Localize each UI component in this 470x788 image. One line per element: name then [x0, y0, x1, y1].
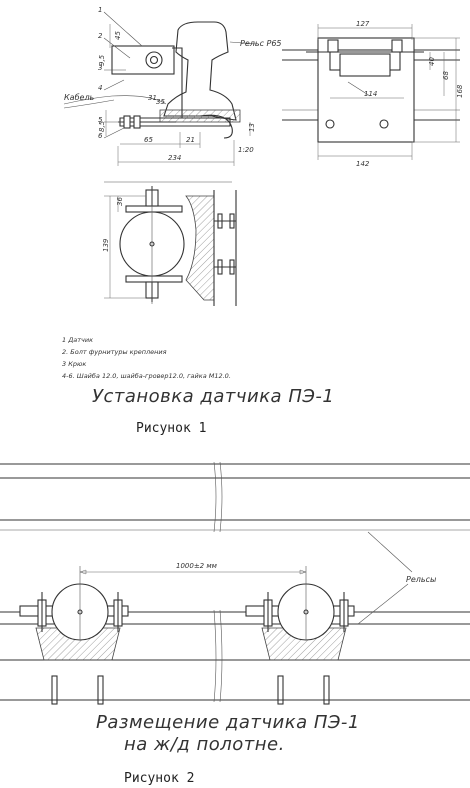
- callout-5: 5: [98, 116, 103, 124]
- dim-9-5: 9,5: [98, 54, 106, 66]
- dim-1-20: 1:20: [238, 146, 254, 154]
- figure2-caption: Рисунок 2: [124, 771, 194, 786]
- callout-3: 3: [98, 64, 102, 72]
- dim-168: 168: [456, 84, 464, 98]
- figure1-legend: 1 Датчик 2. Болт фурнитуры крепления 3 К…: [62, 336, 231, 380]
- legend-item-1: 1 Датчик: [62, 336, 93, 344]
- dim-65: 65: [144, 136, 153, 144]
- figure2-title-line2: на ж/д полотне.: [124, 734, 285, 755]
- dim-21: 21: [186, 136, 195, 144]
- figure1-caption: Рисунок 1: [136, 421, 206, 436]
- legend-item-2: 2. Болт фурнитуры крепления: [62, 348, 167, 356]
- legend-item-3: 3 Крюк: [62, 360, 86, 368]
- plan-view: 36 139: [102, 181, 237, 306]
- dim-139: 139: [102, 238, 110, 252]
- callout-6: 6: [98, 132, 103, 140]
- legend-item-4: 4-6. Шайба 12.0, шайба-гровер12.0, гайка…: [62, 372, 231, 380]
- dim-40: 40: [428, 57, 436, 66]
- dim-234: 234: [168, 154, 181, 162]
- dim-142: 142: [356, 160, 370, 168]
- rail-label: Рельс Р65: [240, 39, 282, 48]
- dim-127: 127: [356, 20, 370, 28]
- dim-36: 36: [116, 197, 124, 206]
- dim-8-5: 8,5: [98, 120, 106, 132]
- dim-68: 68: [442, 71, 450, 80]
- callout-1: 1: [98, 6, 102, 14]
- top-view: 127 114 142 40 68 168: [282, 20, 464, 168]
- dim-114: 114: [364, 90, 377, 98]
- rails-label: Рельсы: [406, 575, 436, 584]
- callout-4: 4: [98, 84, 102, 92]
- cable-label: Кабель: [64, 93, 95, 102]
- side-view: 1 2 3 4 5 6 Рельс Р65 Кабель 45 35 234 6…: [63, 6, 282, 166]
- spacing-dimension: 1000±2 мм: [176, 562, 218, 570]
- dim-13: 13: [248, 123, 256, 132]
- dim-45: 45: [114, 31, 122, 40]
- dim-35: 35: [156, 98, 165, 106]
- track-layout: 1000±2 мм Рельсы: [0, 461, 470, 705]
- callout-2: 2: [98, 32, 103, 40]
- figure2-title-line1: Размещение датчика ПЭ-1: [96, 712, 360, 733]
- dim-31: 31: [148, 94, 157, 102]
- figure1-title: Установка датчика ПЭ-1: [92, 386, 334, 407]
